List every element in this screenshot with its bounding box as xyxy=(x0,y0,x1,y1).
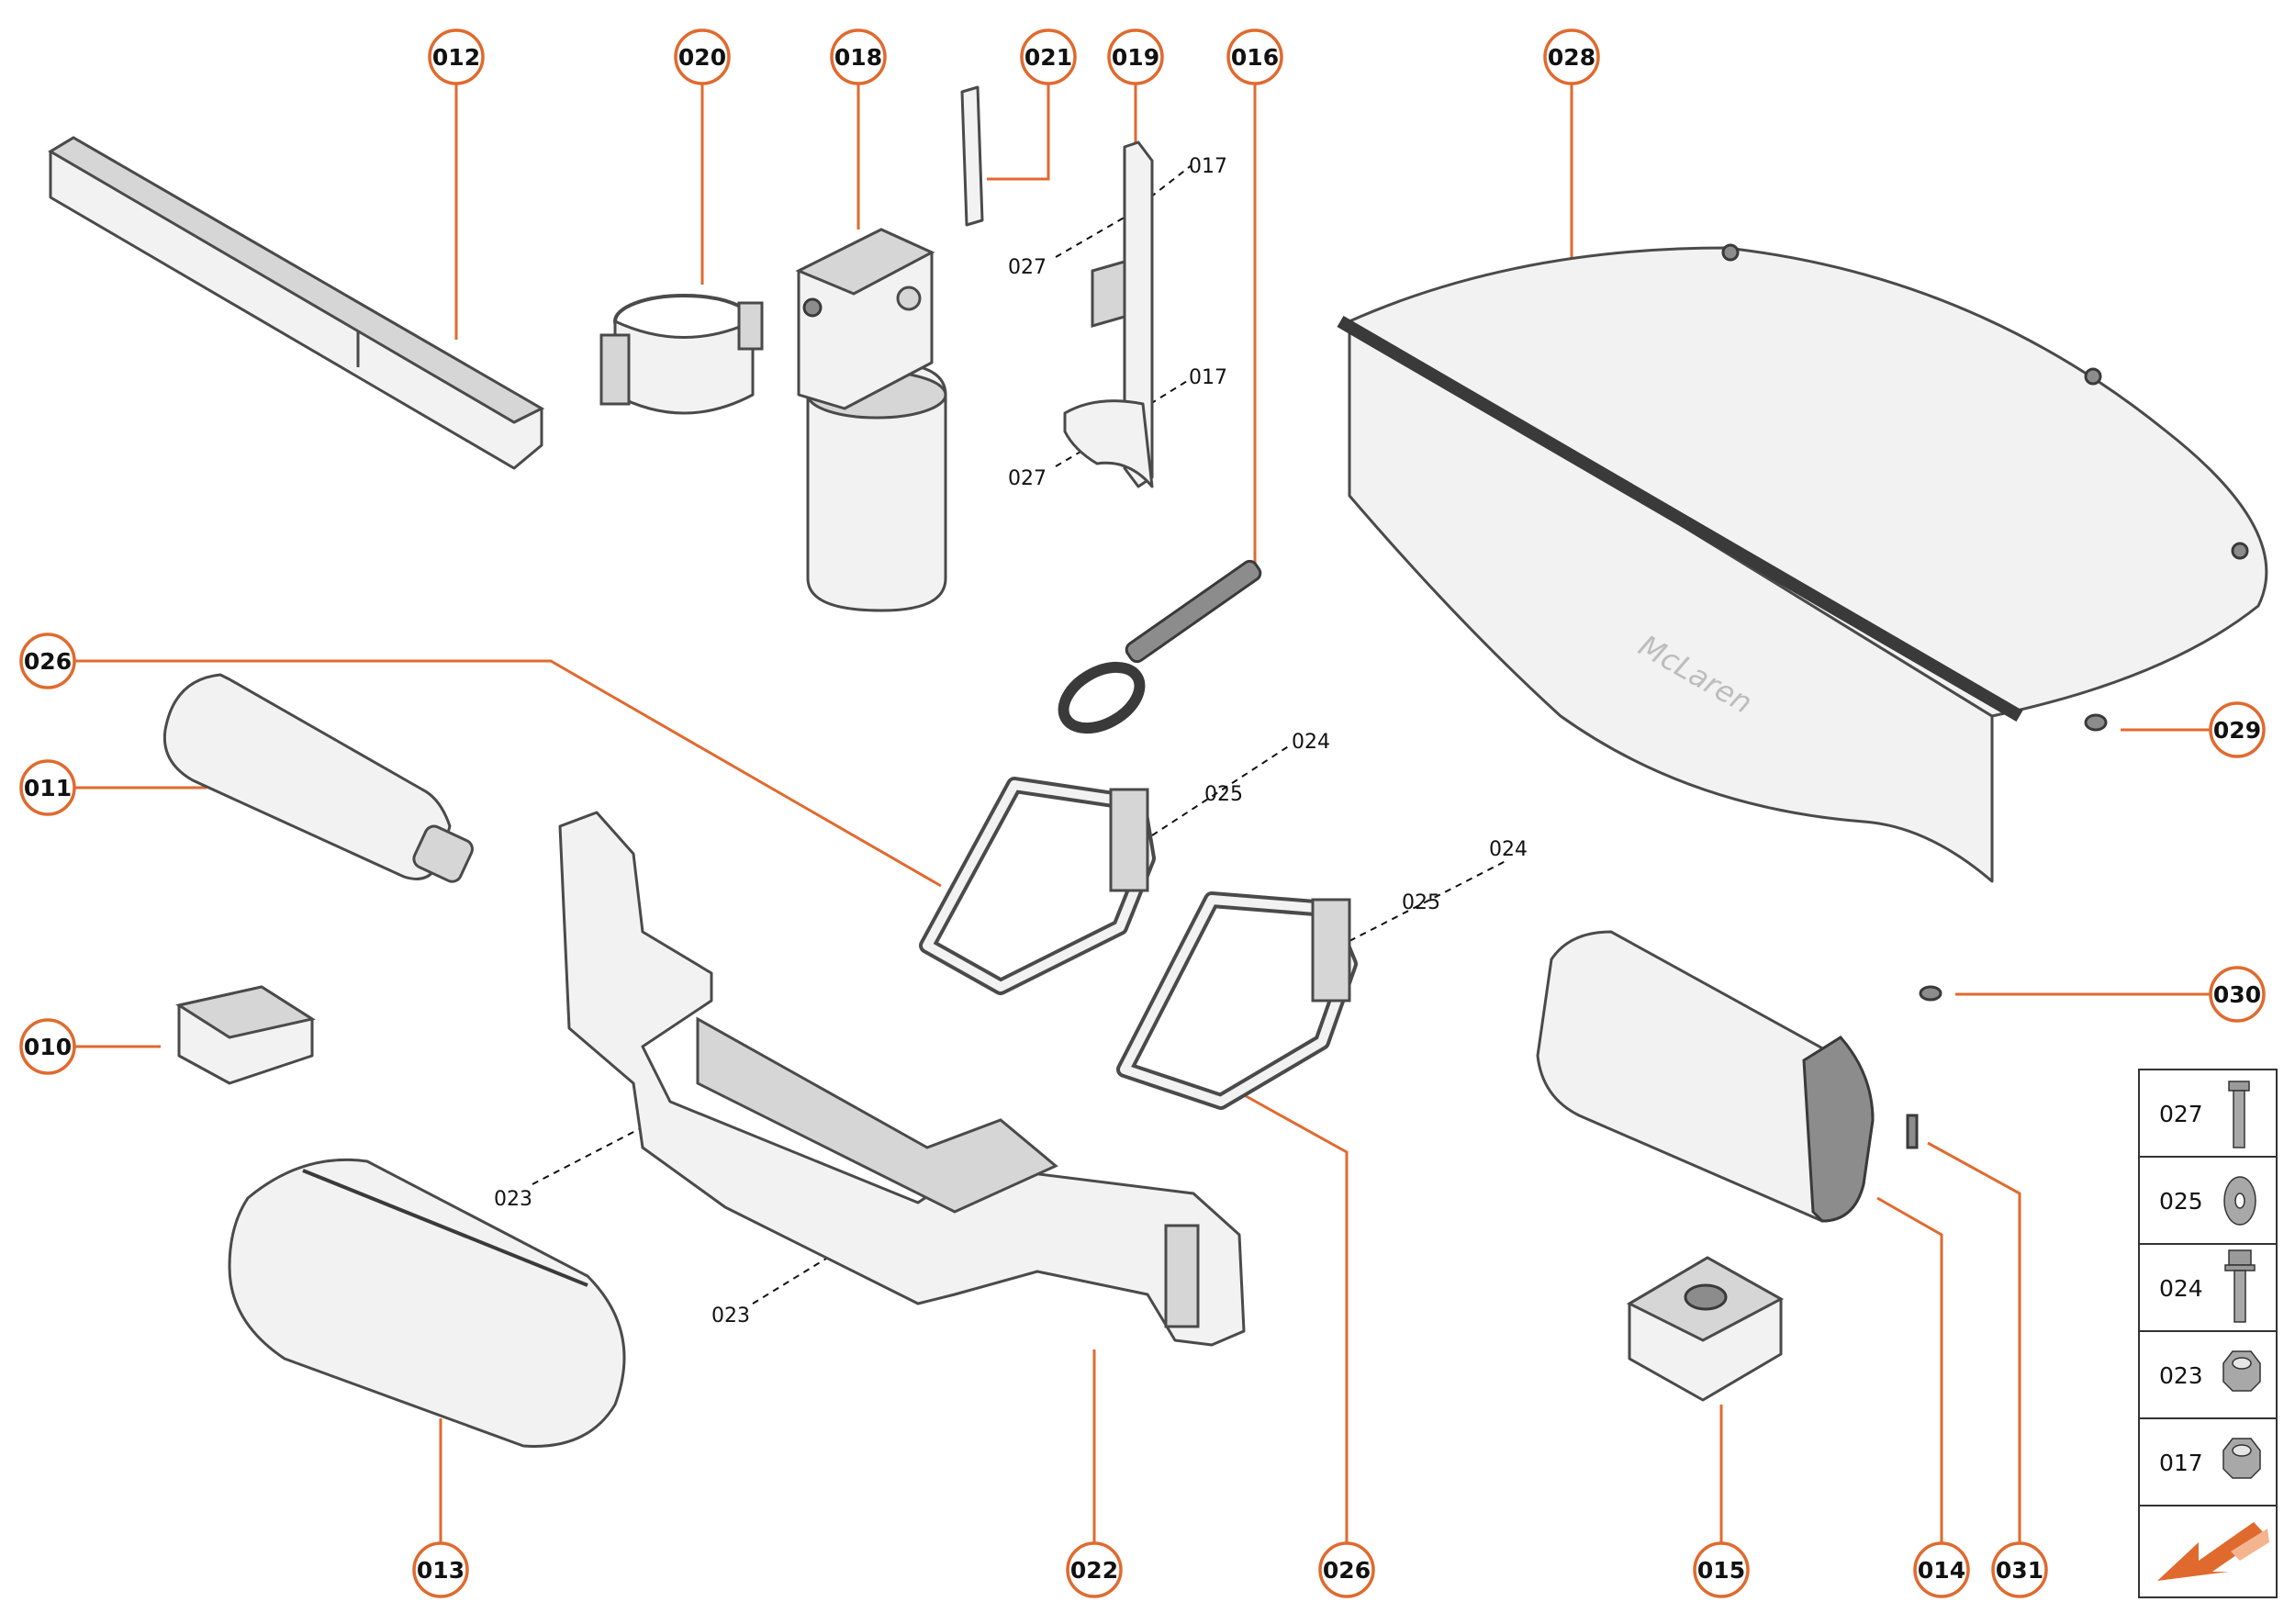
legend-row-027: 027 xyxy=(2159,1081,2250,1148)
callout-020: 020 xyxy=(674,28,731,85)
callout-026-lower: 026 xyxy=(1318,1541,1375,1598)
callout-031: 031 xyxy=(1991,1541,2048,1598)
label-027-lower: 027 xyxy=(1008,467,1047,490)
label-017-upper: 017 xyxy=(1189,155,1227,178)
flange-bolt-icon xyxy=(2224,1249,2256,1323)
label-025-lower: 025 xyxy=(1402,891,1440,914)
callout-022-label: 022 xyxy=(1070,1557,1118,1584)
callout-018: 018 xyxy=(830,28,887,85)
callout-011-label: 011 xyxy=(24,775,72,801)
callout-014: 014 xyxy=(1913,1541,1970,1598)
callout-015-label: 015 xyxy=(1697,1557,1745,1584)
gas-bottle xyxy=(162,673,474,883)
label-027-upper: 027 xyxy=(1008,256,1047,279)
callout-030-label: 030 xyxy=(2213,981,2261,1008)
callout-028-label: 028 xyxy=(1548,44,1595,71)
warning-triangle-case xyxy=(48,136,545,470)
legend-code-024: 024 xyxy=(2159,1275,2203,1302)
towing-eye xyxy=(1058,559,1262,734)
legend-code-023: 023 xyxy=(2159,1362,2203,1389)
callout-020-label: 020 xyxy=(678,44,726,71)
mounting-bracket xyxy=(1063,140,1154,488)
bottle-band-lower xyxy=(1116,891,1358,1110)
callout-013: 013 xyxy=(412,1541,469,1598)
luggage-cover: McLaren xyxy=(1337,243,2268,883)
bolt-icon xyxy=(2228,1081,2250,1148)
callout-026-upper-label: 026 xyxy=(24,648,72,675)
hex-nut-icon xyxy=(2222,1438,2261,1479)
legend-row-024: 024 xyxy=(2159,1249,2256,1323)
callout-012: 012 xyxy=(428,28,485,85)
legend-row-017: 017 xyxy=(2159,1438,2261,1479)
control-module xyxy=(175,985,316,1085)
legend-code-025: 025 xyxy=(2159,1188,2203,1215)
legend-code-017: 017 xyxy=(2159,1450,2203,1476)
label-024-lower: 024 xyxy=(1489,838,1528,861)
callout-011: 011 xyxy=(19,759,76,816)
foam-cube xyxy=(1626,1256,1785,1402)
dashed-leaders xyxy=(532,164,1506,1305)
callout-010: 010 xyxy=(19,1018,76,1075)
callout-028: 028 xyxy=(1543,28,1600,85)
callout-029-label: 029 xyxy=(2213,717,2261,744)
callout-015: 015 xyxy=(1693,1541,1750,1598)
legend-row-025: 025 xyxy=(2159,1176,2256,1226)
callout-030: 030 xyxy=(2209,966,2266,1023)
callout-018-label: 018 xyxy=(834,44,882,71)
callout-010-label: 010 xyxy=(24,1034,72,1060)
callout-022: 022 xyxy=(1066,1541,1123,1598)
legend-row-023: 023 xyxy=(2159,1350,2261,1392)
callout-012-label: 012 xyxy=(432,44,480,71)
hex-nut-icon xyxy=(2222,1350,2261,1392)
washer-icon xyxy=(2223,1176,2256,1226)
callouts: 012 020 018 021 019 016 028 026 011 010 … xyxy=(19,28,2266,1598)
callout-016: 016 xyxy=(1226,28,1283,85)
legend-code-027: 027 xyxy=(2159,1101,2203,1127)
callout-031-label: 031 xyxy=(1996,1557,2043,1584)
foam-tray xyxy=(558,811,1246,1347)
callout-029: 029 xyxy=(2209,701,2266,758)
direction-arrow-icon xyxy=(2157,1522,2269,1581)
callout-021: 021 xyxy=(1020,28,1077,85)
callout-014-label: 014 xyxy=(1918,1557,1965,1584)
wrapped-bag xyxy=(1536,930,1875,1223)
compressor-bottle xyxy=(795,228,947,612)
label-017-lower: 017 xyxy=(1189,366,1227,389)
small-fasteners xyxy=(1906,713,2108,1149)
bottle-band-upper xyxy=(919,777,1156,995)
callout-019: 019 xyxy=(1107,28,1164,85)
callout-021-label: 021 xyxy=(1024,44,1072,71)
sub-labels: 017 027 017 027 024 025 024 025 023 023 xyxy=(494,155,1528,1327)
label-023-lower: 023 xyxy=(711,1305,750,1327)
callout-019-label: 019 xyxy=(1112,44,1159,71)
label-023-upper: 023 xyxy=(494,1188,532,1211)
hardware-legend: 027 025 024 023 xyxy=(2138,1069,2278,1598)
label-025-upper: 025 xyxy=(1204,783,1243,806)
soft-bag xyxy=(228,1158,626,1448)
bottle-strap xyxy=(599,294,764,415)
callout-013-label: 013 xyxy=(417,1557,465,1584)
spacer-bar xyxy=(960,85,984,227)
callout-026-lower-label: 026 xyxy=(1323,1557,1371,1584)
callout-026-upper: 026 xyxy=(19,633,76,689)
label-024-upper: 024 xyxy=(1292,731,1330,754)
callout-016-label: 016 xyxy=(1231,44,1279,71)
